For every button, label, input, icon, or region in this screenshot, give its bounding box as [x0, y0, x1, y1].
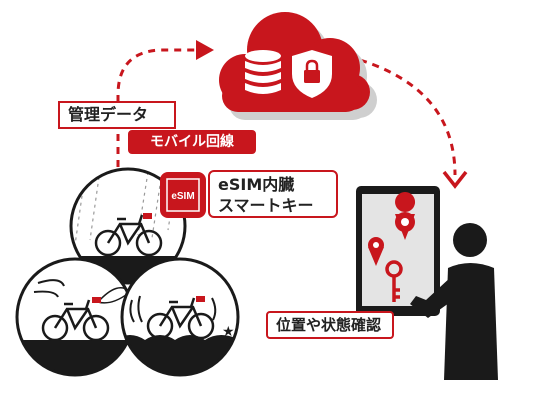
upload-arrowhead	[196, 40, 214, 60]
esim-smartkey-line1: eSIM内臓	[218, 175, 295, 194]
smart-key-device	[92, 297, 101, 303]
esim-chip-text: eSIM	[171, 191, 194, 202]
smart-key-device	[196, 296, 205, 302]
esim-smartkey-label: eSIM内臓 スマートキー	[208, 170, 338, 218]
shield-lock-icon	[292, 50, 332, 98]
management-data-label: 管理データ	[58, 101, 176, 129]
person-icon	[410, 223, 498, 380]
key-icon	[385, 260, 403, 302]
download-arrow	[359, 58, 457, 176]
esim-chip-icon: eSIM	[160, 172, 206, 218]
impact-star-icon: ★	[222, 324, 235, 340]
esim-smartkey-line2: スマートキー	[218, 196, 314, 215]
database-icon	[245, 50, 281, 94]
bicycle-icon	[41, 299, 110, 342]
location-status-label: 位置や状態確認	[266, 311, 394, 339]
download-arrowhead	[442, 170, 468, 189]
mobile-line-label: モバイル回線	[128, 130, 256, 154]
bike-scene-rough-road: ★	[120, 257, 240, 377]
smart-key-device	[143, 213, 152, 219]
bicycle-icon	[94, 214, 163, 257]
upload-arrow	[116, 48, 200, 180]
bicycle-icon	[146, 297, 215, 340]
